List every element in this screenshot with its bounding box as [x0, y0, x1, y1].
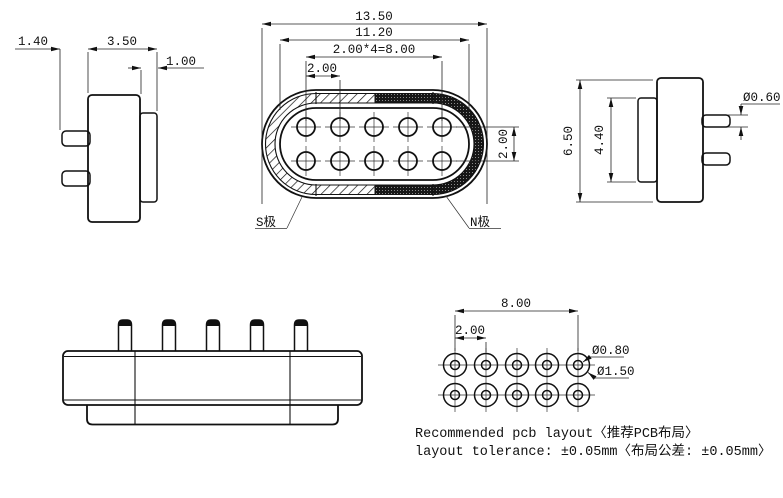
contact-pin-lower — [701, 152, 731, 166]
right-side-view-body — [637, 77, 731, 203]
dim-overall-length: 13.50 — [355, 10, 393, 24]
pad-row-1 — [442, 352, 591, 378]
dim-pin-pitch: 2.00 — [307, 62, 337, 76]
right-side-view: 6.50 4.40 Ø0.60 — [562, 77, 781, 203]
dim-flange-depth: 1.00 — [166, 55, 196, 69]
pcb-layout: 8.00 2.00 Ø0.80 Ø1.50 Recommended pcb la… — [415, 297, 771, 460]
connector-body — [656, 77, 704, 203]
pole-labels: S极 N极 — [255, 195, 501, 230]
dim-pad-diameter: Ø1.50 — [597, 365, 635, 379]
top-view-dimensions: 13.50 11.20 2.00*4=8.00 2.00 2.00 — [261, 10, 519, 204]
top-view: 13.50 11.20 2.00*4=8.00 2.00 2.00 S极 N极 — [255, 10, 519, 230]
dim-pin-diameter: Ø0.60 — [743, 91, 781, 105]
connector-body — [87, 94, 141, 223]
pad-crosshairs — [438, 348, 595, 412]
pcb-dimensions: 8.00 2.00 Ø0.80 Ø1.50 — [454, 297, 635, 380]
dim-hole-diameter: Ø0.80 — [592, 344, 630, 358]
dim-flange-height: 4.40 — [593, 125, 607, 155]
right-side-view-dimensions: 6.50 4.40 Ø0.60 — [562, 79, 781, 203]
band-outer-outline — [264, 92, 485, 196]
dim-pin-length: 1.40 — [18, 35, 48, 49]
band-inner-outline — [274, 102, 475, 186]
band-tangent-ticks — [315, 92, 434, 196]
pcb-note-line1: Recommended pcb layout〈推荐PCB布局〉 — [415, 425, 699, 442]
pin-caps — [118, 320, 308, 326]
pcb-note-line2: layout tolerance: ±0.05mm〈布局公差: ±0.05mm〉 — [415, 443, 771, 460]
hole-circles — [296, 117, 452, 171]
dim-overall-height: 6.50 — [562, 126, 576, 156]
mating-flange — [139, 112, 158, 203]
dim-cavity-length: 11.20 — [355, 26, 393, 40]
pad-row-2 — [442, 382, 591, 408]
pcb-notes: Recommended pcb layout〈推荐PCB布局〉 layout t… — [415, 425, 771, 460]
mating-flange — [637, 97, 658, 183]
dim-pad-span: 8.00 — [501, 297, 531, 311]
left-side-view-dimensions: 1.40 3.50 1.00 — [15, 35, 204, 130]
solder-pin-upper — [61, 130, 91, 147]
left-side-view: 1.40 3.50 1.00 — [15, 35, 204, 223]
dim-total-depth: 3.50 — [107, 35, 137, 49]
front-flange — [86, 405, 339, 426]
left-side-view-body — [61, 94, 158, 223]
n-pole-label: N极 — [470, 215, 491, 230]
front-view-pins — [117, 319, 309, 351]
front-body — [62, 350, 363, 406]
solder-pin-lower — [61, 170, 91, 187]
hole-crosshairs — [291, 112, 457, 176]
dim-pad-pitch: 2.00 — [455, 324, 485, 338]
s-pole-label: S极 — [256, 215, 277, 230]
pin-holes — [291, 112, 457, 176]
cavity-outline — [279, 107, 470, 181]
front-view — [62, 319, 363, 426]
pads — [442, 352, 591, 408]
dim-row-pitch: 2.00 — [497, 129, 511, 159]
dim-pin-span: 2.00*4=8.00 — [333, 43, 416, 57]
contact-pin-upper — [701, 114, 731, 128]
